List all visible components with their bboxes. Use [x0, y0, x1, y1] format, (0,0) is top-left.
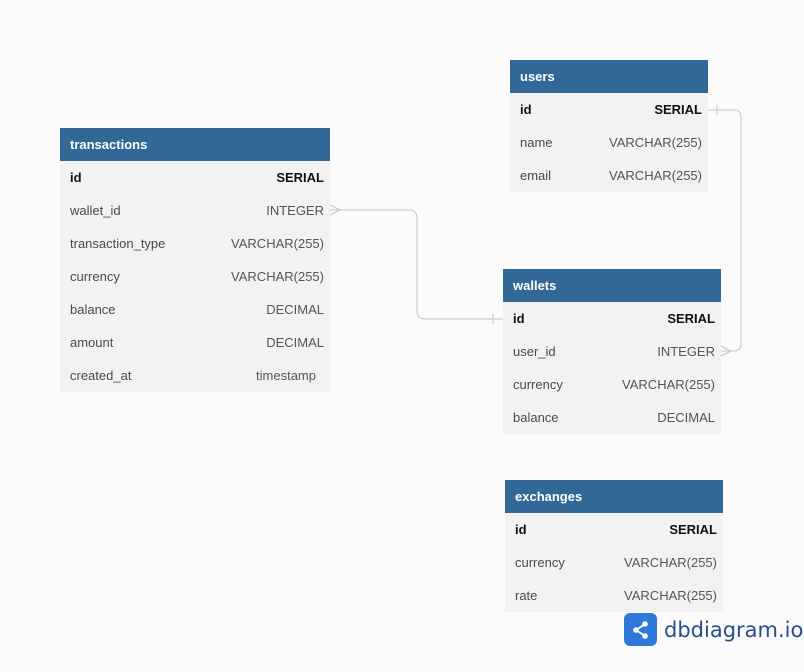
dbdiagram-brand[interactable]: dbdiagram.io	[624, 613, 803, 646]
column-row[interactable]: name VARCHAR(255)	[510, 126, 708, 159]
column-type: INTEGER	[657, 344, 715, 359]
column-name: currency	[70, 269, 120, 284]
column-row[interactable]: id SERIAL	[510, 93, 708, 126]
column-row[interactable]: email VARCHAR(255)	[510, 159, 708, 192]
crowfoot-many-icon	[720, 345, 733, 357]
table-header[interactable]: transactions	[60, 128, 330, 161]
column-row[interactable]: currency VARCHAR(255)	[60, 260, 330, 293]
column-name: currency	[513, 377, 563, 392]
share-nodes-icon	[624, 613, 657, 646]
column-name: created_at	[70, 368, 132, 383]
column-name: transaction_type	[70, 236, 166, 251]
table-wallets[interactable]: wallets id SERIAL user_id INTEGER curren…	[503, 269, 721, 434]
table-header[interactable]: exchanges	[505, 480, 723, 513]
column-name: wallet_id	[70, 203, 121, 218]
column-type: VARCHAR(255)	[624, 555, 717, 570]
column-row[interactable]: balance DECIMAL	[503, 401, 721, 434]
column-type: SERIAL	[276, 170, 324, 185]
column-row[interactable]: id SERIAL	[60, 161, 330, 194]
connector-transactions-wallets[interactable]	[330, 209, 503, 320]
column-row[interactable]: currency VARCHAR(255)	[505, 546, 723, 579]
column-row[interactable]: amount DECIMAL	[60, 326, 330, 359]
column-type: DECIMAL	[657, 410, 715, 425]
column-row[interactable]: id SERIAL	[505, 513, 723, 546]
column-type: DECIMAL	[266, 335, 324, 350]
brand-name: dbdiagram.io	[664, 617, 804, 642]
column-name: id	[520, 102, 532, 117]
table-transactions[interactable]: transactions id SERIAL wallet_id INTEGER…	[60, 128, 330, 392]
column-row[interactable]: wallet_id INTEGER	[60, 194, 330, 227]
column-name: currency	[515, 555, 565, 570]
table-header[interactable]: users	[510, 60, 708, 93]
column-type: SERIAL	[669, 522, 717, 537]
table-exchanges[interactable]: exchanges id SERIAL currency VARCHAR(255…	[505, 480, 723, 612]
column-type: timestamp	[256, 368, 316, 383]
column-row[interactable]: currency VARCHAR(255)	[503, 368, 721, 401]
column-name: id	[70, 170, 82, 185]
column-type: VARCHAR(255)	[231, 269, 324, 284]
column-name: amount	[70, 335, 114, 350]
column-name: user_id	[513, 344, 556, 359]
column-name: id	[515, 522, 527, 537]
column-type: DECIMAL	[266, 302, 324, 317]
column-type: INTEGER	[266, 203, 324, 218]
column-row[interactable]: created_at timestamp	[60, 359, 330, 392]
column-row[interactable]: transaction_type VARCHAR(255)	[60, 227, 330, 260]
column-row[interactable]: rate VARCHAR(255)	[505, 579, 723, 612]
crowfoot-many-icon	[329, 204, 342, 216]
column-name: balance	[513, 410, 559, 425]
column-name: email	[520, 168, 552, 183]
column-row[interactable]: id SERIAL	[503, 302, 721, 335]
column-name: rate	[515, 588, 538, 603]
column-row[interactable]: user_id INTEGER	[503, 335, 721, 368]
column-type: SERIAL	[654, 102, 702, 117]
column-row[interactable]: balance DECIMAL	[60, 293, 330, 326]
table-header[interactable]: wallets	[503, 269, 721, 302]
column-type: SERIAL	[667, 311, 715, 326]
column-type: VARCHAR(255)	[624, 588, 717, 603]
column-name: name	[520, 135, 553, 150]
column-name: id	[513, 311, 525, 326]
column-type: VARCHAR(255)	[609, 135, 702, 150]
table-users[interactable]: users id SERIAL name VARCHAR(255) email …	[510, 60, 708, 192]
column-type: VARCHAR(255)	[622, 377, 715, 392]
column-name: balance	[70, 302, 116, 317]
column-type: VARCHAR(255)	[231, 236, 324, 251]
column-type: VARCHAR(255)	[609, 168, 702, 183]
